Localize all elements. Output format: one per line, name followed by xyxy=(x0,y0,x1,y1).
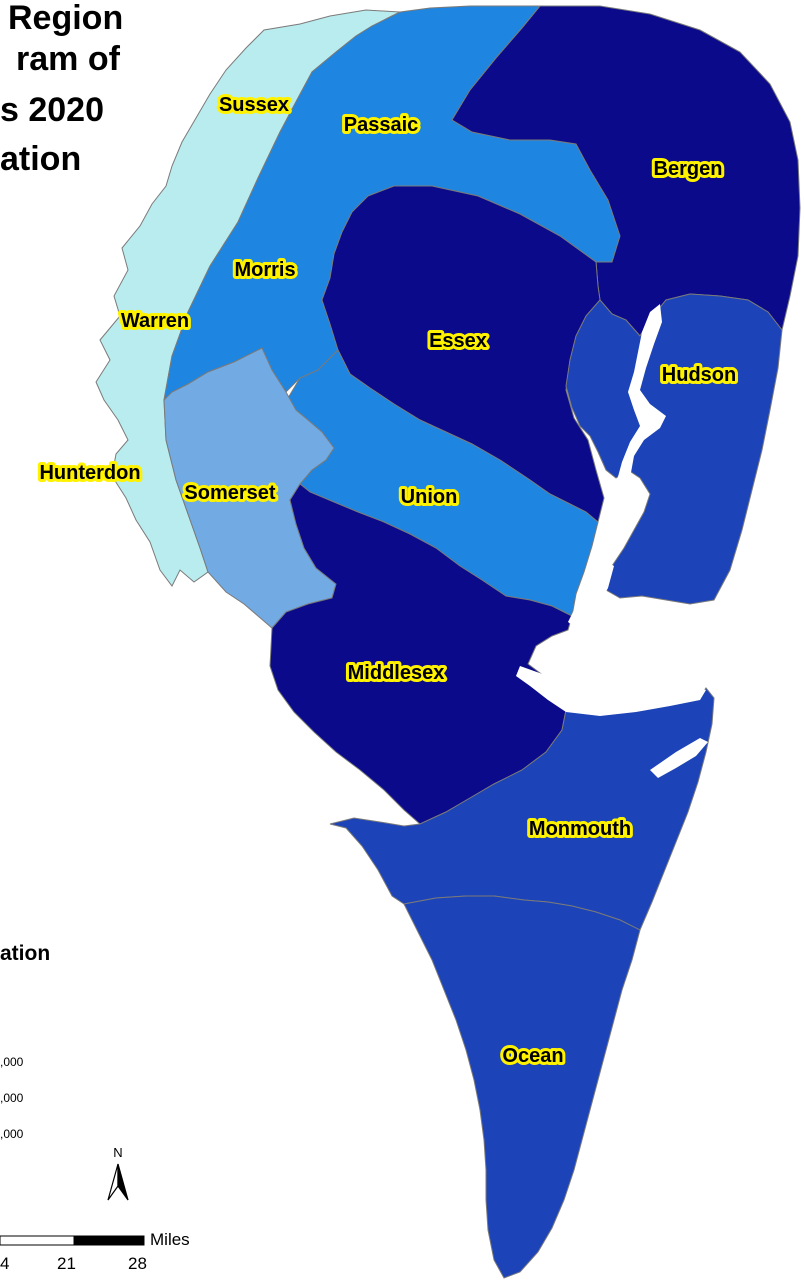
county-label-bergen: Bergen xyxy=(654,158,723,180)
scale-tick-1: 4 xyxy=(0,1254,10,1273)
county-label-ocean: Ocean xyxy=(502,1045,563,1067)
barnegat-bay xyxy=(584,950,648,1212)
title-line-3: s 2020 xyxy=(0,91,104,129)
county-label-middlesex: Middlesex xyxy=(348,662,445,684)
scale-tick-2: 21 xyxy=(57,1254,76,1273)
county-ocean[interactable] xyxy=(403,895,641,1279)
legend-entry-3: ,000 xyxy=(0,1127,24,1141)
legend-entry-1: ,000 xyxy=(0,1055,24,1069)
north-arrow: N xyxy=(107,1145,129,1201)
county-label-hudson: Hudson xyxy=(662,364,736,386)
county-label-morris: Morris xyxy=(234,259,295,281)
title-line-2: ram of xyxy=(16,40,120,78)
raritan-bay xyxy=(516,666,706,716)
county-label-union: Union xyxy=(401,486,458,508)
county-label-somerset: Somerset xyxy=(184,482,275,504)
title-line-4: ation xyxy=(0,140,82,178)
county-label-sussex: Sussex xyxy=(219,94,289,116)
legend-entry-2: ,000 xyxy=(0,1091,24,1105)
north-arrow-icon xyxy=(107,1163,119,1201)
hackensack-river xyxy=(590,304,666,564)
county-label-essex: Essex xyxy=(429,330,487,352)
newark-bay xyxy=(568,560,614,628)
county-label-passaic: Passaic xyxy=(344,114,419,136)
north-arrow-letter: N xyxy=(113,1145,122,1160)
county-label-hunterdon: Hunterdon xyxy=(39,462,140,484)
county-label-monmouth: Monmouth xyxy=(529,818,631,840)
scale-tick-3: 28 xyxy=(128,1254,147,1273)
shrewsbury-inlet xyxy=(650,738,708,778)
legend-title: ation xyxy=(0,942,51,965)
county-hudson[interactable] xyxy=(565,293,783,605)
scale-unit: Miles xyxy=(150,1230,190,1249)
scale-bar xyxy=(0,1235,145,1246)
county-label-warren: Warren xyxy=(121,310,189,332)
title-line-1: Region xyxy=(8,0,124,37)
